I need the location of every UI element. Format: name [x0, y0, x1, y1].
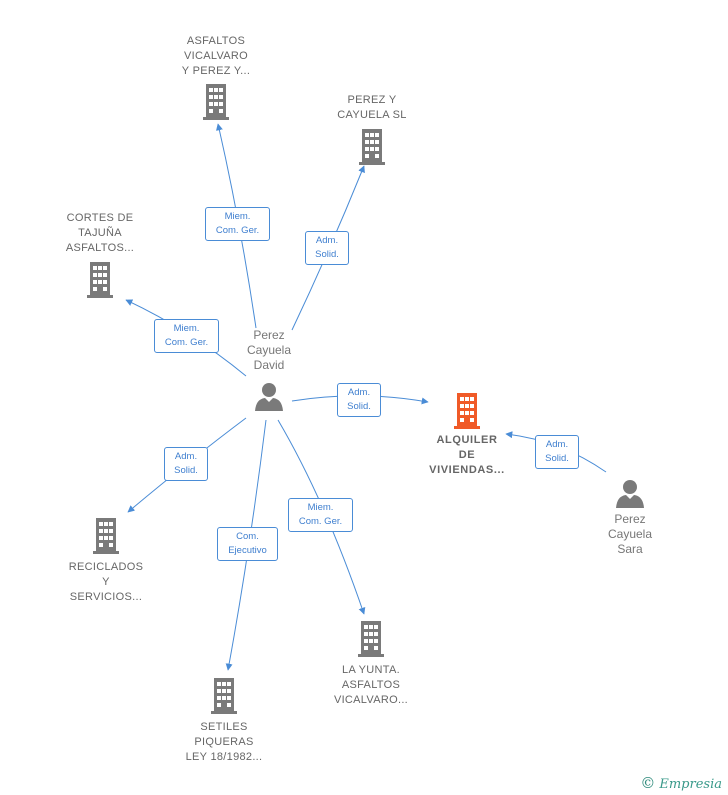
company-label: ALQUILER DE VIVIENDAS...: [429, 434, 505, 476]
relation-label-david-reciclados[interactable]: Adm.Solid.: [164, 447, 208, 481]
company-label: SETILES PIQUERAS LEY 18/1982...: [185, 721, 263, 763]
person-label: Perez Cayuela Sara: [607, 512, 653, 556]
building-icon: [203, 84, 229, 120]
person-perez-cayuela-david[interactable]: Perez Cayuela David: [219, 328, 319, 413]
relation-label-david-asfaltos[interactable]: Miem.Com. Ger.: [205, 207, 270, 241]
company-alquiler-viviendas[interactable]: ALQUILER DE VIVIENDAS...: [407, 393, 527, 478]
building-icon: [358, 621, 384, 657]
company-label: LA YUNTA. ASFALTOS VICALVARO...: [333, 664, 409, 706]
person-icon: [255, 383, 283, 411]
company-label: PEREZ Y CAYUELA SL: [337, 94, 407, 121]
company-cortes-tajuna[interactable]: CORTES DE TAJUÑA ASFALTOS...: [40, 211, 160, 298]
copyright-icon: ©: [640, 774, 656, 792]
relation-label-david-perez-sl[interactable]: Adm.Solid.: [305, 231, 349, 265]
person-icon: [616, 480, 644, 508]
building-icon: [93, 518, 119, 554]
empresia-credit[interactable]: ©Empresia: [640, 774, 722, 792]
relation-label-sara-alquiler[interactable]: Adm.Solid.: [535, 435, 579, 469]
company-label: RECICLADOS Y SERVICIOS...: [68, 561, 144, 603]
company-la-yunta[interactable]: LA YUNTA. ASFALTOS VICALVARO...: [311, 621, 431, 708]
building-icon: [211, 678, 237, 714]
brand-logo: Empresia: [659, 777, 722, 792]
building-icon: [454, 393, 480, 429]
relation-label-david-alquiler[interactable]: Adm.Solid.: [337, 383, 381, 417]
building-icon: [87, 262, 113, 298]
person-perez-cayuela-sara[interactable]: Perez Cayuela Sara: [580, 478, 680, 557]
building-icon: [359, 129, 385, 165]
company-reciclados[interactable]: RECICLADOS Y SERVICIOS...: [46, 518, 166, 605]
company-label: ASFALTOS VICALVARO Y PEREZ Y...: [181, 35, 251, 77]
relation-label-david-cortes[interactable]: Miem.Com. Ger.: [154, 319, 219, 353]
relation-label-david-setiles[interactable]: Com.Ejecutivo: [217, 527, 278, 561]
company-label: CORTES DE TAJUÑA ASFALTOS...: [65, 212, 135, 254]
company-asfaltos-vicalvaro[interactable]: ASFALTOS VICALVARO Y PEREZ Y...: [156, 34, 276, 120]
company-perez-cayuela-sl[interactable]: PEREZ Y CAYUELA SL: [312, 93, 432, 165]
company-setiles[interactable]: SETILES PIQUERAS LEY 18/1982...: [164, 678, 284, 765]
relation-label-david-yunta[interactable]: Miem.Com. Ger.: [288, 498, 353, 532]
person-label: Perez Cayuela David: [246, 328, 292, 372]
